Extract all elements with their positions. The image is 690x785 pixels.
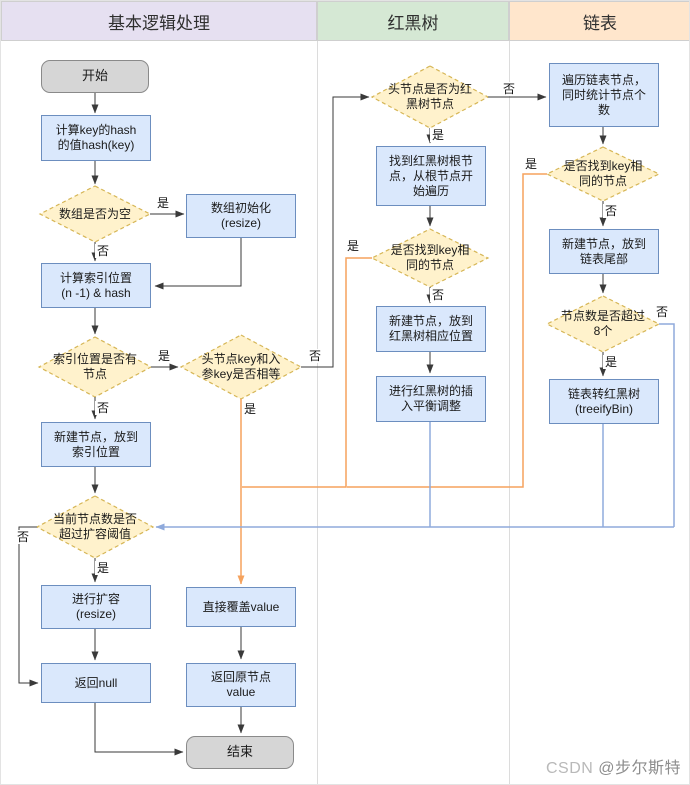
edge-label-no: 否 <box>94 244 112 258</box>
csdn-watermark: CSDN @步尔斯特 <box>546 754 681 778</box>
node-rbt-new-node: 新建节点，放到 红黑树相应位置 <box>376 306 486 352</box>
diamond-label-ll-key-found: 是否找到key相 同的节点 <box>563 159 643 188</box>
node-rbt-root-traverse: 找到红黑树根节 点，从根节点开 始遍历 <box>376 146 486 206</box>
node-overwrite-value: 直接覆盖value <box>186 587 296 627</box>
edge-label-no: 否 <box>14 530 32 544</box>
node-treeify: 链表转红黑树 (treeifyBin) <box>549 379 659 424</box>
diamond-label-is-rbt-node: 头节点是否为红 黑树节点 <box>387 82 472 111</box>
edge-label-yes: 是 <box>155 349 173 363</box>
edge-label-yes: 是 <box>429 128 447 142</box>
edge-label-no: 否 <box>602 204 620 218</box>
edge-label-no: 否 <box>500 82 518 96</box>
edge-label-yes: 是 <box>602 355 620 369</box>
node-calc-hash: 计算key的hash 的值hash(key) <box>41 115 151 161</box>
node-ll-traverse: 遍历链表节点， 同时统计节点个 数 <box>549 63 659 127</box>
node-return-null: 返回null <box>41 663 151 703</box>
diamond-label-count-gt8: 节点数是否超过 8个 <box>560 309 645 338</box>
edge-label-yes: 是 <box>344 239 362 253</box>
diamond-label-threshold: 当前节点数是否 超过扩容阈值 <box>52 512 137 541</box>
edge-label-no: 否 <box>653 305 671 319</box>
node-calc-index: 计算索引位置 (n -1) & hash <box>41 263 151 308</box>
lane-header-red-black-tree: 红黑树 <box>317 1 509 41</box>
edge-label-no: 否 <box>94 401 112 415</box>
diamond-label-has-node: 索引位置是否有 节点 <box>52 352 137 381</box>
lane-divider <box>317 41 318 784</box>
edge-label-no: 否 <box>429 288 447 302</box>
edge-label-yes: 是 <box>154 196 172 210</box>
node-return-old-value: 返回原节点 value <box>186 663 296 707</box>
watermark-handle: @步尔斯特 <box>598 760 681 777</box>
diamond-label-rbt-key-found: 是否找到key相 同的节点 <box>390 243 470 272</box>
node-start: 开始 <box>41 60 149 93</box>
node-do-resize: 进行扩容 (resize) <box>41 585 151 629</box>
lane-header-linked-list: 链表 <box>509 1 689 41</box>
edge-label-yes: 是 <box>94 561 112 575</box>
lane-header-basic-logic: 基本逻辑处理 <box>1 1 317 41</box>
diamond-label-array-empty: 数组是否为空 <box>58 206 131 221</box>
edge-label-yes: 是 <box>241 402 259 416</box>
lane-divider <box>509 41 510 784</box>
node-resize-init: 数组初始化 (resize) <box>186 194 296 238</box>
node-end: 结束 <box>186 736 294 769</box>
diamond-label-key-equal: 头节点key和入 参key是否相等 <box>201 352 281 381</box>
node-rbt-balance: 进行红黑树的插 入平衡调整 <box>376 376 486 422</box>
edge-label-no: 否 <box>306 349 324 363</box>
edge-label-yes: 是 <box>522 157 540 171</box>
watermark-brand: CSDN <box>545 760 599 777</box>
node-ll-new-tail: 新建节点，放到 链表尾部 <box>549 229 659 274</box>
node-new-node-index: 新建节点，放到 索引位置 <box>41 422 151 467</box>
